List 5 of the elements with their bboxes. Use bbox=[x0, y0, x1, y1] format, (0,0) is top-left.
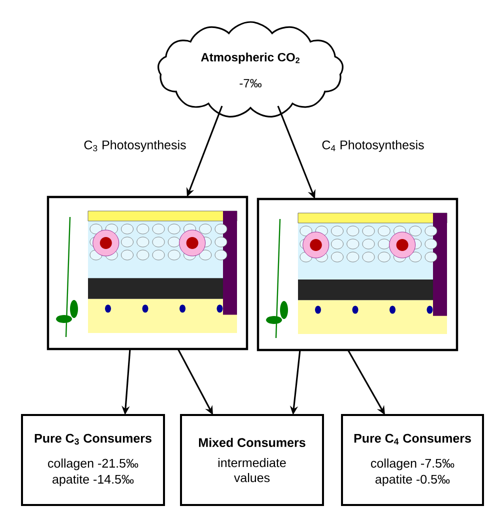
consumer-box: Mixed Consumers intermediate values bbox=[180, 414, 324, 506]
edge-label: C$_{4}$ Photosynthesis bbox=[320, 139, 426, 153]
edge-label: C$_{3}$ Photosynthesis bbox=[82, 139, 188, 153]
consumer-box: Pure C$_{3}$ Consumers collagen -21.5‰ apatite -14.5‰ bbox=[21, 414, 165, 506]
consumer-box: Pure C$_{4}$ Consumers collagen -7.5‰ apatite -0.5‰ bbox=[341, 414, 484, 506]
